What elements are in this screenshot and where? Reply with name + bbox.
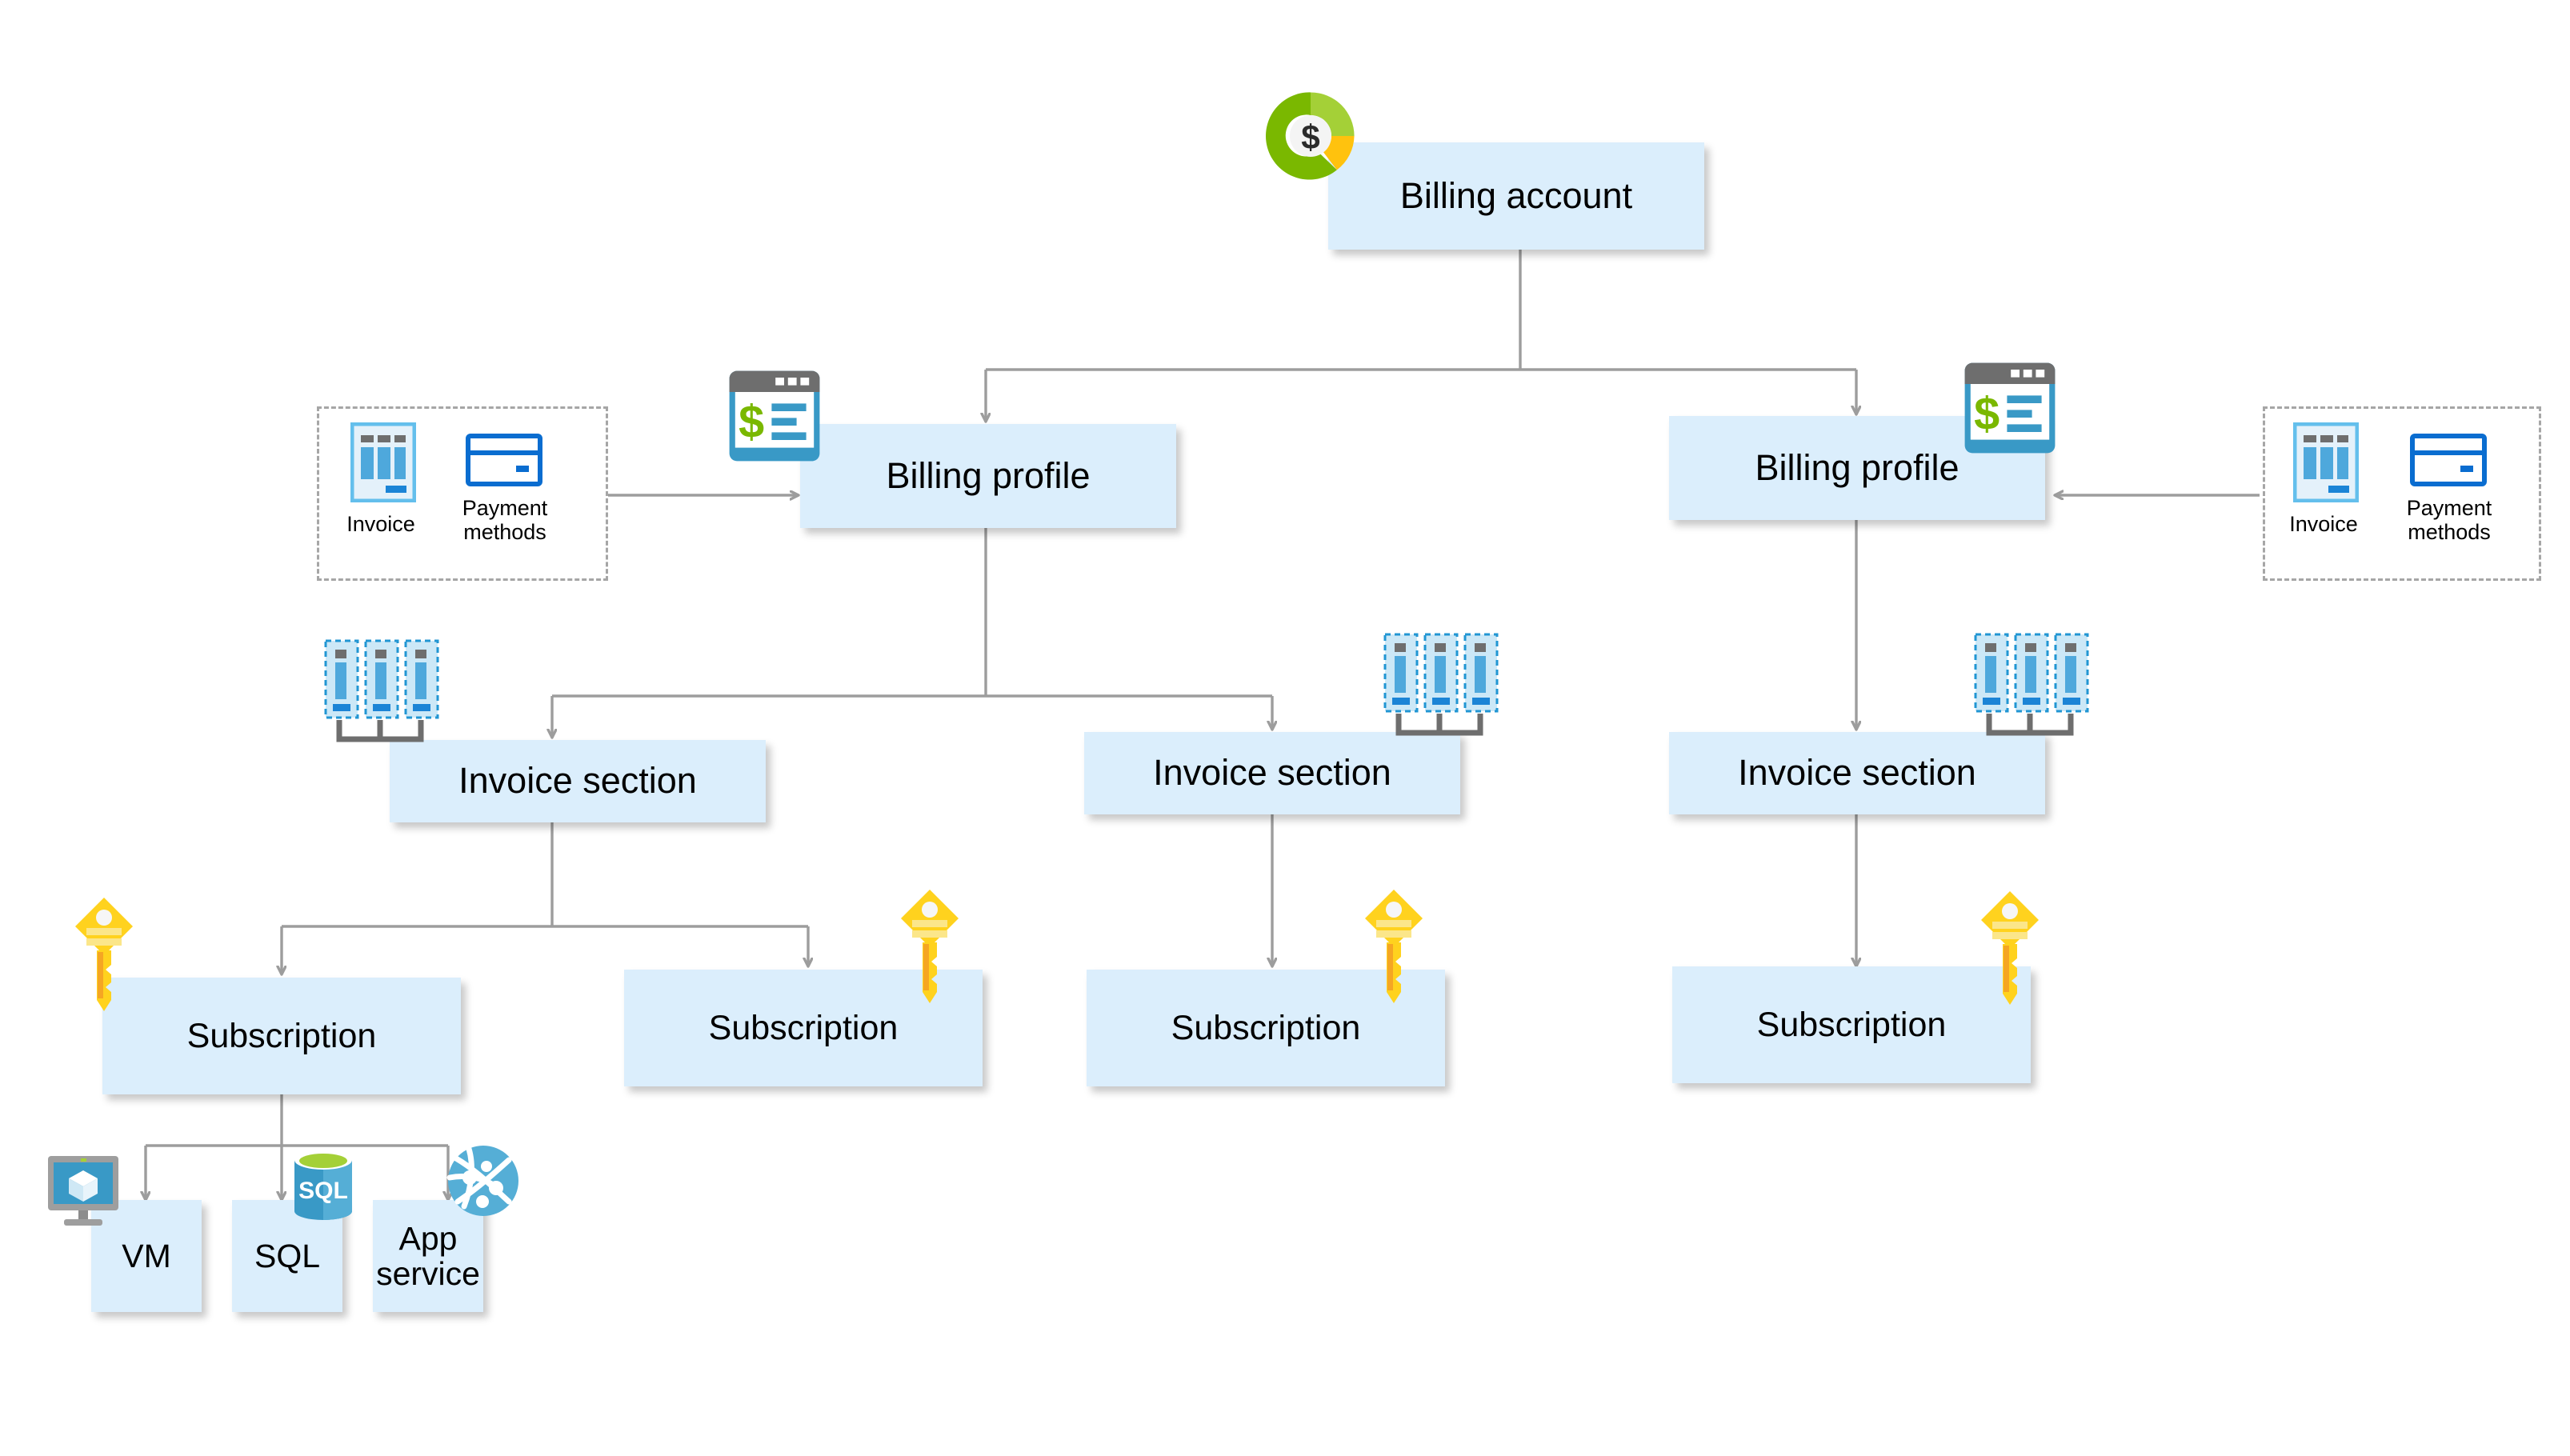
label-payment-methods-left-line2: methods xyxy=(463,520,546,545)
key-icon xyxy=(896,886,963,1008)
node-subscription-3-label: Subscription xyxy=(1171,1008,1361,1047)
node-subscription-3[interactable]: Subscription xyxy=(1087,970,1445,1086)
node-subscription-1[interactable]: Subscription xyxy=(102,978,461,1094)
node-resource-app-service-label-line2: service xyxy=(376,1255,480,1292)
svg-text:$: $ xyxy=(739,396,764,447)
credit-card-icon xyxy=(466,434,542,486)
node-invoice-section-1-label: Invoice section xyxy=(458,760,697,802)
node-billing-profile-left-label: Billing profile xyxy=(886,454,1091,496)
credit-card-icon xyxy=(2410,434,2487,486)
svg-text:$: $ xyxy=(1301,118,1319,156)
sql-database-icon: SQL xyxy=(290,1149,357,1227)
node-resource-app-service-label-line1: App xyxy=(398,1219,458,1257)
label-payment-methods-right: Payment methods xyxy=(2391,496,2508,544)
node-invoice-section-3[interactable]: Invoice section xyxy=(1669,732,2045,814)
node-billing-account-label: Billing account xyxy=(1399,174,1633,216)
app-service-globe-icon xyxy=(445,1142,522,1219)
group-left-billing-artifacts xyxy=(317,406,608,581)
node-resource-vm[interactable]: VM xyxy=(91,1200,202,1312)
key-icon xyxy=(70,894,138,1016)
node-invoice-section-3-label: Invoice section xyxy=(1738,752,1976,794)
invoice-document-icon xyxy=(350,422,416,502)
node-subscription-4[interactable]: Subscription xyxy=(1672,966,2031,1083)
label-payment-methods-right-line2: methods xyxy=(2408,520,2491,545)
label-payment-methods-left: Payment methods xyxy=(446,496,563,544)
invoice-section-group-icon xyxy=(1383,632,1499,744)
node-billing-profile-left[interactable]: Billing profile xyxy=(800,424,1176,528)
billing-profile-window-icon: $ xyxy=(1962,360,2058,456)
node-billing-account[interactable]: Billing account xyxy=(1328,142,1704,250)
invoice-section-group-icon xyxy=(323,638,440,750)
billing-account-donut-icon: $ xyxy=(1261,86,1360,186)
invoice-document-icon xyxy=(2293,422,2359,502)
node-resource-vm-label: VM xyxy=(122,1237,171,1274)
svg-text:$: $ xyxy=(1974,388,2000,439)
label-invoice-right: Invoice xyxy=(2289,512,2358,536)
node-invoice-section-1[interactable]: Invoice section xyxy=(390,740,766,822)
label-invoice-left: Invoice xyxy=(346,512,415,536)
key-icon xyxy=(1360,886,1427,1008)
node-subscription-4-label: Subscription xyxy=(1756,1005,1947,1044)
node-invoice-section-2-label: Invoice section xyxy=(1153,752,1391,794)
node-billing-profile-right-label: Billing profile xyxy=(1755,446,1960,488)
invoice-section-group-icon xyxy=(1973,632,2090,744)
node-resource-app-service[interactable]: App service xyxy=(373,1200,483,1312)
virtual-machine-icon xyxy=(45,1154,128,1229)
svg-text:SQL: SQL xyxy=(298,1178,348,1204)
label-payment-methods-left-line1: Payment xyxy=(462,496,548,520)
group-right-billing-artifacts xyxy=(2263,406,2541,581)
node-invoice-section-2[interactable]: Invoice section xyxy=(1084,732,1460,814)
node-subscription-2-label: Subscription xyxy=(708,1008,899,1047)
node-subscription-1-label: Subscription xyxy=(186,1016,377,1055)
label-payment-methods-right-line1: Payment xyxy=(2406,496,2492,520)
key-icon xyxy=(1976,888,2044,1010)
node-resource-sql-label: SQL xyxy=(254,1237,321,1274)
billing-profile-window-icon: $ xyxy=(727,368,823,464)
